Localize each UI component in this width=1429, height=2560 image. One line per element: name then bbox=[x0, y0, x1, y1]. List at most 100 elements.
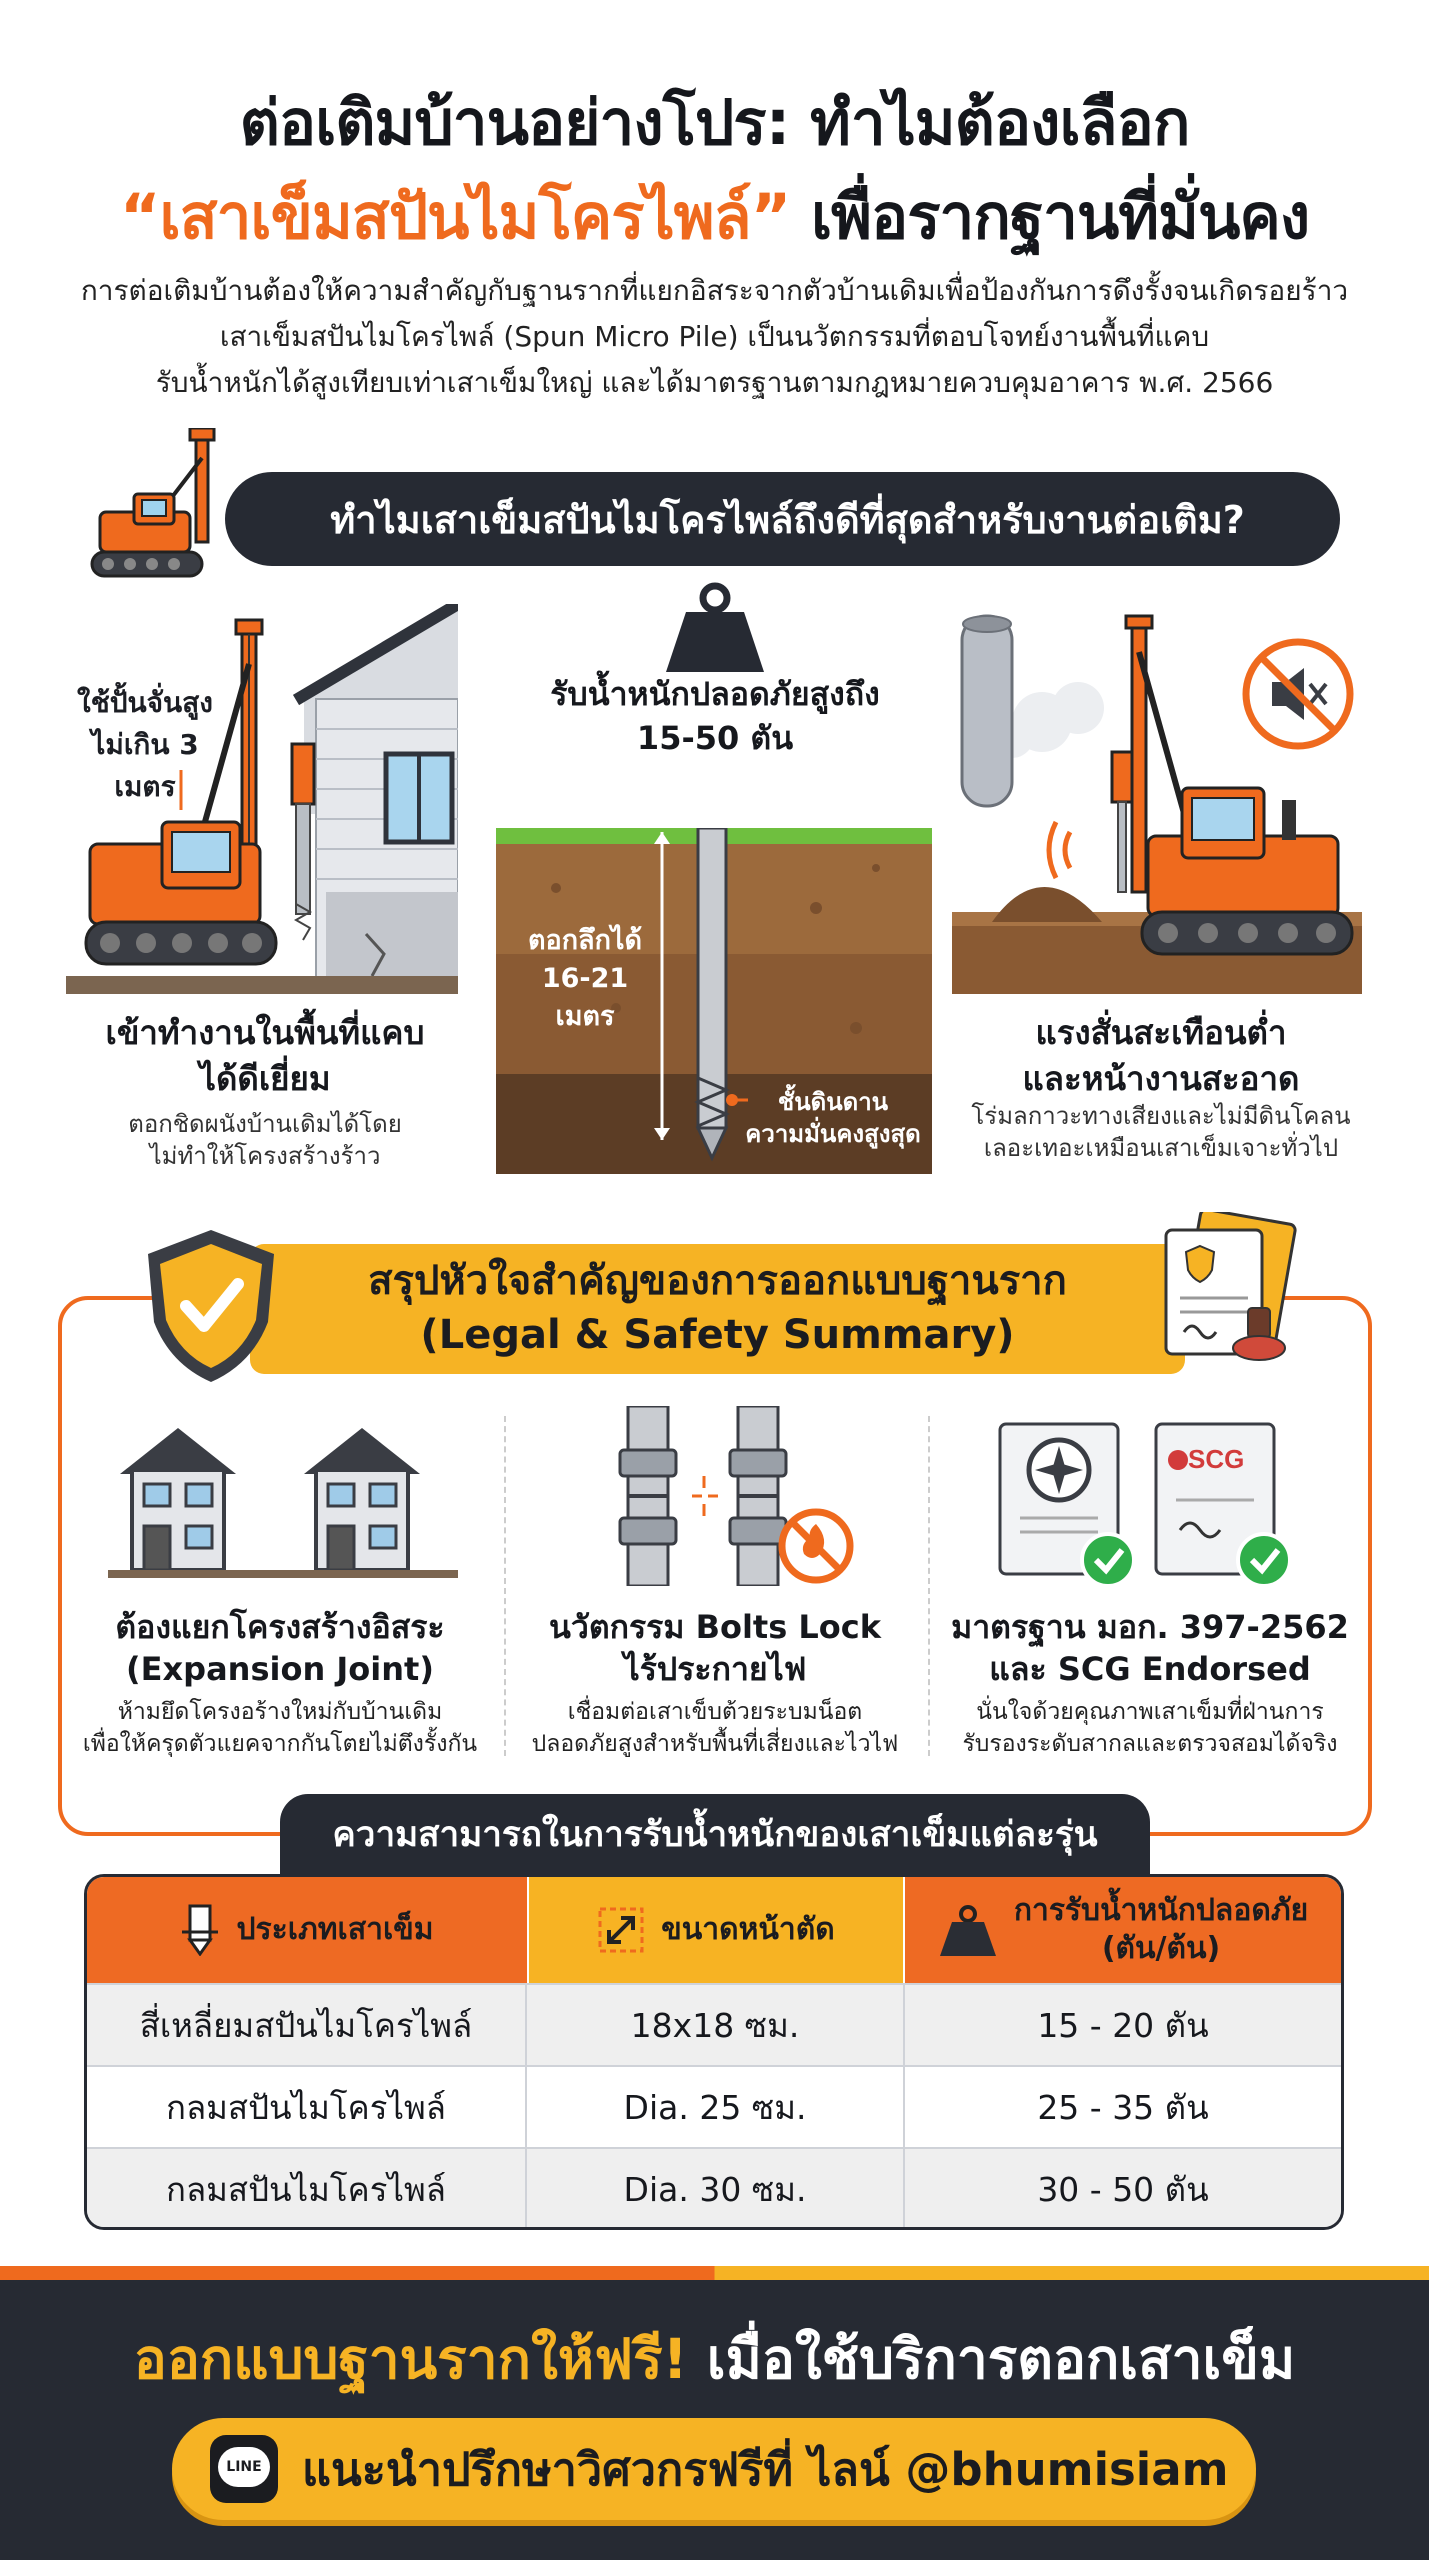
title-line: เข้าทำงานในพื้นที่แคบ bbox=[105, 1013, 425, 1052]
pile-driver-icon bbox=[90, 428, 216, 578]
cell-safe-load: 25 - 35 ตัน bbox=[1037, 2087, 1209, 2127]
title-line: มาตรฐาน มอก. 397-2562 bbox=[951, 1608, 1349, 1646]
cell-cross-section: Dia. 30 ซม. bbox=[527, 2149, 905, 2227]
summary-title-bar: สรุปหัวใจสำคัญของการออกแบบฐานราก (Legal … bbox=[250, 1244, 1185, 1374]
cta-highlight: ออกแบบฐานรากให้ฟรี! bbox=[133, 2327, 688, 2391]
desc-line: นั่นใจด้วยคุณภาพเสาเข็มที่ฝ่านการ bbox=[976, 1699, 1324, 1725]
title-rest: เพื่อรากฐานที่มั่นคง bbox=[790, 180, 1310, 253]
desc-line: เพื่อให้ครุดตัวแยคจากกันโตยไม่ตึงรั้งกัน bbox=[82, 1731, 478, 1757]
summary-panel bbox=[58, 1296, 1372, 1836]
soil-cross-section-illustration bbox=[496, 828, 932, 1174]
intro-line: การต่อเติมบ้านต้องให้ความสำคัญกับฐานรากท… bbox=[80, 274, 1349, 307]
header-label: ประเภทเสาเข็ม bbox=[236, 1912, 434, 1947]
desc-line: ไม่ทำให้โครงสร้างร้าว bbox=[149, 1142, 381, 1170]
drive-depth-label: ตอกลึกได้ 16-21 เมตร bbox=[510, 922, 660, 1036]
resize-arrows-icon bbox=[598, 1907, 644, 1953]
line-contact-button[interactable]: LINE แนะนำปรึกษาวิศวกรฟรีที่ ไลน์ @bhumi… bbox=[172, 2418, 1256, 2520]
mute-icon bbox=[1242, 638, 1354, 750]
why-banner: ทำไมเสาเข็มสปันไมโครไพล์ถึงดีที่สุดสำหรั… bbox=[225, 472, 1340, 566]
low-vibration-illustration bbox=[952, 614, 1362, 994]
header-label: ขนาดหน้าตัด bbox=[661, 1912, 835, 1947]
line-contact-label: แนะนำปรึกษาวิศวกรฟรีที่ ไลน์ @bhumisiam bbox=[302, 2443, 1229, 2496]
separate-houses-icon bbox=[108, 1428, 458, 1578]
cta-rest: เมื่อใช้บริการตอกเสาเข็ม bbox=[687, 2327, 1296, 2391]
summary-subtitle: (Legal & Safety Summary) bbox=[420, 1312, 1015, 1358]
desc-line: ตอกชิดผนังบ้านเดิมได้โดย bbox=[128, 1110, 402, 1138]
depth-line: 16-21 เมตร bbox=[541, 963, 629, 1032]
cell-pile-type: กลมสปันไมโครไพล์ bbox=[87, 2149, 527, 2227]
summary-title: สรุปหัวใจสำคัญของการออกแบบฐานราก bbox=[368, 1258, 1067, 1304]
weight-icon bbox=[939, 1905, 996, 1956]
bolts-lock-title: นวัตกรรม Bolts Lock ไร้ประกายไฟ bbox=[505, 1606, 925, 1690]
hard-soil-label: ชั้นดินดาน ความมั่นคงสูงสุด bbox=[740, 1086, 926, 1150]
title-line: แรงสั่นสะเทือนต่ำ bbox=[1035, 1013, 1287, 1052]
title-line: ได้ดีเยี่ยม bbox=[199, 1059, 331, 1098]
title-highlight: “เสาเข็มสปันไมโครไพล์” bbox=[119, 180, 792, 253]
table-row: กลมสปันไมโครไพล์ Dia. 25 ซม. 25 - 35 ตัน bbox=[87, 2065, 1341, 2147]
bolts-lock-description: เชื่อมต่อเสาเข็บต้วยระบมน็อต ปลอดภัยสูงส… bbox=[505, 1696, 925, 1760]
cell-safe-load: 15 - 20 ตัน bbox=[1037, 2005, 1209, 2045]
desc-line: โร่มลกาวะทางเสียงและไม่มีดินโคลน bbox=[971, 1102, 1351, 1130]
intro-line: เสาเข็มสปันไมโครไพล์ (Spun Micro Pile) เ… bbox=[219, 320, 1210, 353]
capacity-table-title: ความสามารถในการรับน้ำหนักของเสาเข็มแต่ละ… bbox=[280, 1794, 1150, 1876]
header-cross-section: ขนาดหน้าตัด bbox=[527, 1877, 905, 1983]
tis-standard-description: นั่นใจด้วยคุณภาพเสาเข็มที่ฝ่านการ รับรอง… bbox=[930, 1696, 1370, 1760]
desc-line: เชื่อมต่อเสาเข็บต้วยระบมน็อต bbox=[567, 1699, 863, 1725]
certificate-stamp-icon bbox=[1164, 1212, 1297, 1361]
title-line: และหน้างานสะอาด bbox=[1022, 1059, 1300, 1098]
certificates-icon: SCG bbox=[998, 1422, 1292, 1588]
low-vibration-title: แรงสั่นสะเทือนต่ำ และหน้างานสะอาด bbox=[946, 1010, 1376, 1102]
title-line: ไร้ประกายไฟ bbox=[623, 1650, 807, 1688]
desc-line: ปลอดภัยสูงสำหรับพื้นที่เสี่ยงและไวไฟ bbox=[531, 1731, 899, 1757]
summary-divider bbox=[928, 1416, 930, 1756]
header-label-line: (ตัน/ต้น) bbox=[1101, 1931, 1221, 1966]
desc-line: ห้ามยึดโครงอร้างใหม่กับบ้านเดิม bbox=[117, 1699, 443, 1725]
header-label: การรับน้ำหนักปลอดภัย(ตัน/ต้น) bbox=[1014, 1892, 1308, 1968]
footer-stripe bbox=[0, 2266, 1429, 2280]
title-line: และ SCG Endorsed bbox=[989, 1650, 1311, 1688]
tis-standard-title: มาตรฐาน มอก. 397-2562 และ SCG Endorsed bbox=[930, 1606, 1370, 1690]
scg-logo-text: SCG bbox=[1188, 1444, 1244, 1474]
depth-line: ตอกลึกได้ bbox=[527, 925, 643, 956]
bolt-lock-icon bbox=[618, 1406, 854, 1586]
title-line: รับน้ำหนักปลอดภัยสูงถึง bbox=[550, 675, 880, 713]
intro-line: รับน้ำหนักได้สูงเทียบเท่าเสาเข็มใหญ่ และ… bbox=[155, 366, 1274, 399]
page-title-line1: ต่อเติมบ้านอย่างโปร: ทำไมต้องเลือก bbox=[239, 86, 1191, 159]
crane-height-note: ใช้ปั้นจั่นสูง ไม่เกิน 3 เมตร bbox=[60, 682, 230, 808]
hard-line: ชั้นดินดาน bbox=[777, 1088, 889, 1116]
title-line: 15-50 ตัน bbox=[636, 719, 794, 757]
desc-line: เลอะเทอะเหมือนเสาเข็มเจาะทั่วไป bbox=[983, 1134, 1339, 1162]
header-label-line: การรับน้ำหนักปลอดภัย bbox=[1013, 1893, 1309, 1928]
cell-pile-type: สี่เหลี่ยมสปันไมโครไพล์ bbox=[87, 1985, 527, 2065]
low-vibration-description: โร่มลกาวะทางเสียงและไม่มีดินโคลน เลอะเทอ… bbox=[946, 1100, 1376, 1164]
header-pile-type: ประเภทเสาเข็ม bbox=[87, 1877, 527, 1983]
cell-safe-load: 30 - 50 ตัน bbox=[1037, 2169, 1209, 2209]
summary-divider bbox=[504, 1416, 506, 1756]
weight-icon bbox=[666, 582, 764, 672]
table-row: สี่เหลี่ยมสปันไมโครไพล์ 18x18 ซม. 15 - 2… bbox=[87, 1983, 1341, 2065]
cell-pile-type: กลมสปันไมโครไพล์ bbox=[87, 2067, 527, 2147]
pile-icon bbox=[182, 1904, 219, 1956]
intro-text: การต่อเติมบ้านต้องให้ความสำคัญกับฐานรากท… bbox=[50, 268, 1379, 406]
expansion-joint-title: ต้องแยกโครงสร้างอิสระ (Expansion Joint) bbox=[70, 1606, 490, 1690]
cell-cross-section: 18x18 ซม. bbox=[527, 1985, 905, 2065]
cell-cross-section: Dia. 25 ซม. bbox=[527, 2067, 905, 2147]
narrow-site-illustration bbox=[66, 604, 458, 994]
table-header-row: ประเภทเสาเข็ม ขนาดหน้าตัด การรับน้ำหนักป… bbox=[87, 1877, 1341, 1983]
narrow-site-description: ตอกชิดผนังบ้านเดิมได้โดย ไม่ทำให้โครงสร้… bbox=[40, 1108, 490, 1172]
table-row: กลมสปันไมโครไพล์ Dia. 30 ซม. 30 - 50 ตัน bbox=[87, 2147, 1341, 2227]
footer-headline: ออกแบบฐานรากให้ฟรี! เมื่อใช้บริการตอกเสา… bbox=[0, 2316, 1429, 2403]
line-badge-text: LINE bbox=[218, 2447, 270, 2487]
expansion-joint-description: ห้ามยึดโครงอร้างใหม่กับบ้านเดิม เพื่อให้… bbox=[70, 1696, 490, 1760]
load-capacity-title: รับน้ำหนักปลอดภัยสูงถึง 15-50 ตัน bbox=[500, 672, 930, 760]
note-line: ใช้ปั้นจั่นสูง bbox=[77, 686, 213, 719]
shield-check-icon bbox=[148, 1230, 274, 1382]
header-safe-load: การรับน้ำหนักปลอดภัย(ตัน/ต้น) bbox=[905, 1877, 1341, 1983]
title-line: นวัตกรรม Bolts Lock bbox=[548, 1608, 882, 1646]
capacity-table: ประเภทเสาเข็ม ขนาดหน้าตัด การรับน้ำหนักป… bbox=[84, 1874, 1344, 2230]
narrow-site-title: เข้าทำงานในพื้นที่แคบ ได้ดีเยี่ยม bbox=[40, 1010, 490, 1102]
table-body: สี่เหลี่ยมสปันไมโครไพล์ 18x18 ซม. 15 - 2… bbox=[87, 1983, 1341, 2227]
note-line: ไม่เกิน 3 เมตร bbox=[91, 728, 199, 803]
desc-line: รับรองระดับสากลและตรวจสอมได้จริง bbox=[962, 1731, 1338, 1757]
page-title-line2: “เสาเข็มสปันไมโครไพล์” เพื่อรากฐานที่มั่… bbox=[0, 168, 1429, 266]
